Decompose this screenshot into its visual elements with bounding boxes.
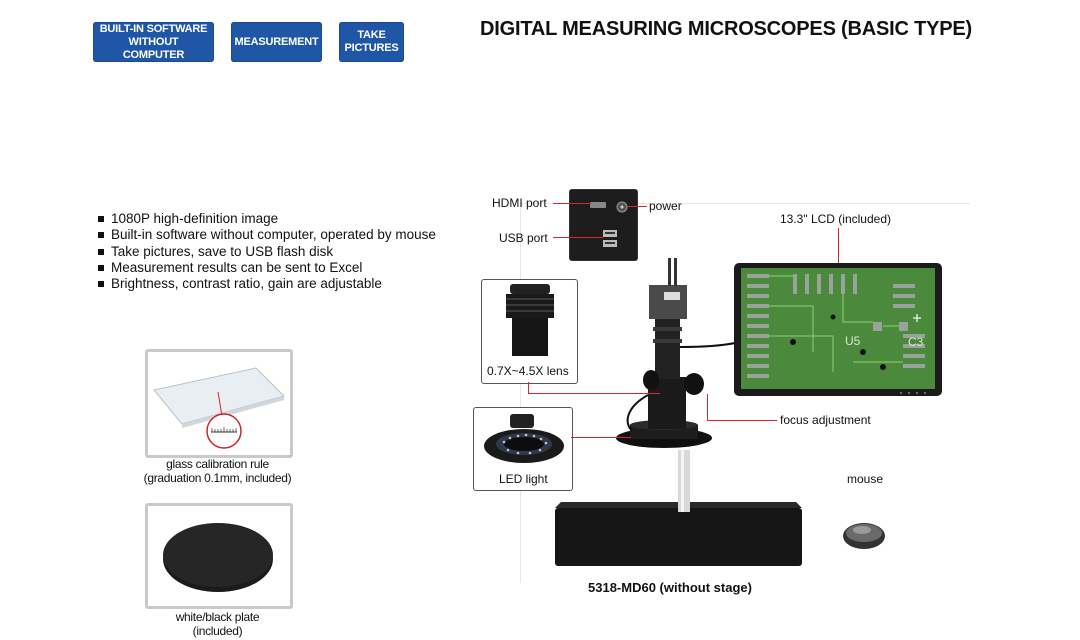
plate-caption-line1: white/black plate [175, 610, 260, 624]
plate-caption-line2: (included) [192, 624, 243, 638]
hdmi-port-label: HDMI port [492, 196, 547, 210]
focus-callout-line [707, 420, 777, 421]
focus-adjustment-label: focus adjustment [780, 413, 871, 427]
microscope-image [555, 258, 802, 566]
led-callout-line [571, 437, 631, 438]
lcd-callout-line [838, 228, 839, 278]
usb-port-label: USB port [499, 231, 548, 245]
product-frame-line [520, 203, 521, 583]
led-light-image [484, 414, 564, 463]
calibration-caption-line2: (graduation 0.1mm, included) [143, 471, 292, 485]
badge-take-pictures: TAKE PICTURES [339, 22, 404, 62]
badge-measurement: MEASUREMENT [231, 22, 322, 62]
calibration-rule-image [153, 367, 285, 449]
power-label: power [649, 199, 682, 213]
lcd-monitor-image: U5 C3 [734, 263, 942, 396]
feature-list: 1080P high-definition image Built-in sof… [98, 211, 436, 292]
product-frame-line [520, 203, 970, 204]
usb-callout-line [553, 237, 603, 238]
led-callout-box [473, 407, 573, 491]
page-title: DIGITAL MEASURING MICROSCOPES (BASIC TYP… [480, 18, 973, 40]
led-light-label: LED light [499, 472, 548, 486]
feature-item: Take pictures, save to USB flash disk [98, 244, 436, 260]
plate-box [145, 503, 293, 609]
calibration-caption-line1: glass calibration rule [166, 457, 269, 471]
feature-item: Brightness, contrast ratio, gain are adj… [98, 276, 436, 292]
lcd-screen-u5: U5 [845, 334, 861, 348]
plate-image [163, 523, 273, 592]
lcd-screen-c3: C3 [908, 335, 924, 349]
mouse-image [843, 523, 885, 549]
lens-image [506, 284, 554, 356]
lens-callout-line [528, 382, 529, 393]
lens-callout-box [481, 279, 578, 384]
port-panel [569, 189, 638, 261]
port-panel-image [570, 190, 637, 260]
badge-label: TAKE PICTURES [344, 29, 399, 54]
feature-item: 1080P high-definition image [98, 211, 436, 227]
lcd-label: 13.3" LCD (included) [780, 212, 891, 226]
lens-label: 0.7X~4.5X lens [487, 364, 569, 378]
plate-caption: white/black plate (included) [140, 610, 295, 638]
calibration-rule-box [145, 349, 293, 458]
power-callout-line [627, 206, 647, 207]
model-caption: 5318-MD60 (without stage) [588, 580, 752, 595]
badge-label: MEASUREMENT [234, 35, 319, 48]
badge-built-in-software: BUILT-IN SOFTWARE WITHOUT COMPUTER [93, 22, 214, 62]
hdmi-callout-line [553, 203, 591, 204]
badge-label: BUILT-IN SOFTWARE WITHOUT COMPUTER [99, 22, 208, 61]
feature-item: Measurement results can be sent to Excel [98, 260, 436, 276]
mouse-label: mouse [847, 472, 884, 486]
focus-callout-line [707, 394, 708, 420]
calibration-rule-caption: glass calibration rule (graduation 0.1mm… [120, 457, 315, 485]
lens-callout-line [528, 393, 660, 394]
feature-item: Built-in software without computer, oper… [98, 227, 436, 243]
